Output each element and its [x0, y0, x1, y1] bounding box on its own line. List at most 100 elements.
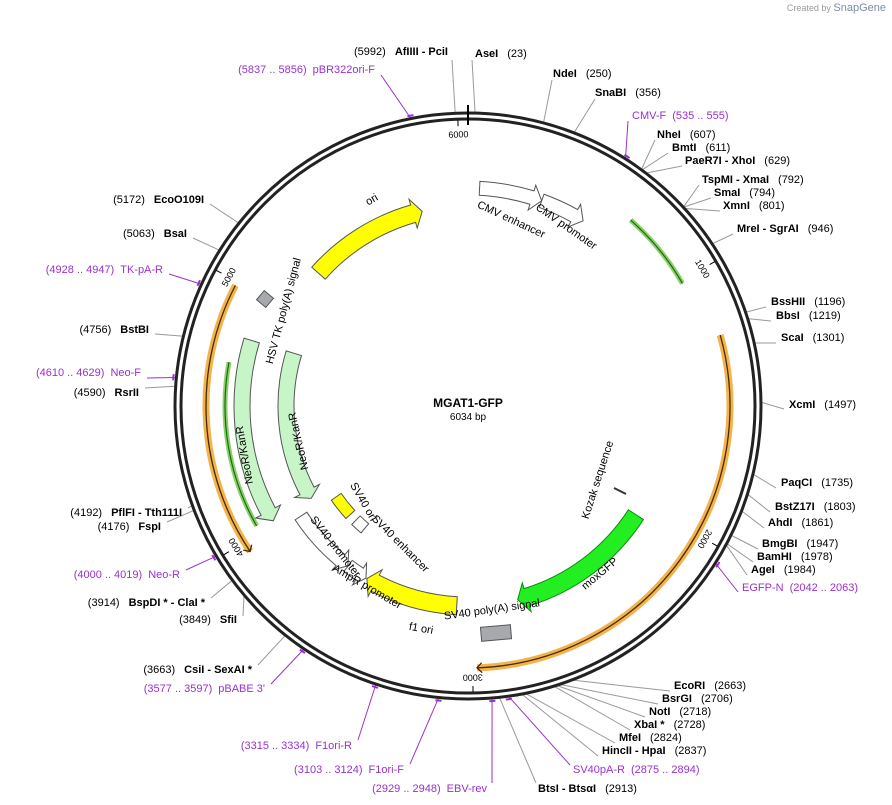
site-label-smai: SmaI(794) [714, 187, 775, 199]
site-name: BtsI - BtsαI [538, 783, 596, 795]
site-name: XmnI [723, 200, 750, 212]
site-position: (2718) [679, 706, 711, 718]
site-name: BmgBI [762, 538, 797, 550]
map-center: MGAT1-GFP 6034 bp [433, 396, 503, 423]
site-label-paqci: PaqCI(1735) [781, 477, 853, 489]
site-leader-xmni [685, 207, 721, 212]
site-leader-btsi-bts-i [499, 698, 537, 784]
feature-kozak-sequence [613, 487, 627, 495]
site-position: (2663) [714, 680, 746, 692]
site-position: (794) [749, 187, 775, 199]
site-leader-fspi [166, 510, 194, 523]
primer-mark-ebv-rev [489, 699, 496, 703]
primer-range: (2929 .. 2948) [372, 783, 441, 795]
site-label-bmgbi: BmgBI(1947) [762, 538, 838, 550]
site-leader-ahdi [742, 511, 765, 529]
site-name: EcoO109I [154, 194, 204, 206]
site-label-bsshii: BssHII(1196) [771, 296, 845, 308]
site-label-hincii-hpai: HincII - HpaI(2837) [602, 745, 706, 757]
feature-neor-kanr-outer [233, 337, 282, 522]
site-label-snabi: SnaBI(356) [595, 87, 661, 99]
primer-label-f1ori-r: (3315 .. 3334)F1ori-R [241, 740, 352, 752]
orf-line-2 [205, 285, 251, 552]
site-label-btsi-bts-i: BtsI - BtsαI (2913) [538, 783, 637, 795]
site-leader-ndei [543, 79, 553, 123]
primer-mark-neo-f [172, 374, 175, 381]
site-name: XbaI * [634, 719, 665, 731]
site-label-csii-sexai: (3663)CsiI - SexAI * [143, 664, 252, 676]
primer-label-ebv-rev: (2929 .. 2948)EBV-rev [372, 783, 487, 795]
site-label-xcmi: XcmI(1497) [789, 399, 856, 411]
site-name: AhdI [768, 517, 792, 529]
primer-label-pbr322ori-f: (5837 .. 5856)pBR322ori-F [238, 64, 375, 76]
site-label-bbsi: BbsI(1219) [776, 310, 841, 322]
site-position: (4192) [70, 507, 102, 519]
primer-name: F1ori-R [315, 740, 352, 752]
site-label-mfei: MfeI(2824) [619, 732, 682, 744]
primer-mark-egfp-n [715, 561, 721, 568]
site-leader-bamhi [727, 543, 754, 563]
site-leader-csii-sexai [257, 635, 286, 666]
site-leader-ecoo109i [209, 203, 239, 224]
site-name: XcmI [789, 399, 815, 411]
primer-label-tk-pa-r: (4928 .. 4947)TK-pA-R [46, 264, 163, 276]
primer-range: (4928 .. 4947) [46, 264, 115, 276]
feature-label-cmv-enhancer: CMV enhancer [475, 199, 547, 241]
site-position: (2728) [674, 719, 706, 731]
site-label-paer7i-xhoi: PaeR7I - XhoI (629) [685, 155, 790, 167]
site-position: (2706) [701, 693, 733, 705]
site-position: (2913) [605, 783, 637, 795]
primer-mark-f1ori-f [435, 699, 442, 702]
site-position: (629) [764, 155, 790, 167]
tick-label-3000: 3000 [463, 672, 483, 682]
site-name: BspDI * - ClaI * [129, 597, 206, 609]
site-position: (946) [808, 223, 834, 235]
site-name: AgeI [751, 564, 775, 576]
site-position: (1984) [784, 564, 816, 576]
site-leader-smai [684, 197, 712, 208]
site-leader-bsai [192, 237, 220, 251]
site-name: BamHI [757, 551, 792, 563]
site-leader-nhei [641, 139, 656, 170]
feature-label-kozak-sequence: Kozak sequence [580, 439, 617, 520]
primer-leader-f1ori-f [409, 697, 440, 765]
plasmid-name: MGAT1-GFP [433, 396, 503, 410]
feature-cmv-enhancer [478, 180, 543, 212]
site-name: BstBI [120, 324, 149, 336]
site-label-tspmi-xmai: TspMI - XmaI(792) [702, 174, 804, 186]
watermark-brand: SnapGene [833, 2, 886, 14]
site-position: (2824) [650, 732, 682, 744]
site-name: BssHII [771, 296, 805, 308]
site-position: (4176) [98, 521, 130, 533]
site-label-ndei: NdeI(250) [553, 68, 612, 80]
orf-band-1 [476, 334, 734, 672]
site-position: (607) [690, 129, 716, 141]
site-position: (4756) [79, 324, 111, 336]
feature-sv40-enhancer [351, 515, 370, 534]
site-label-scai: ScaI(1301) [781, 332, 844, 344]
site-leader-bsrgi [561, 684, 659, 705]
site-position: (250) [586, 68, 612, 80]
primer-leader-pbr322ori-f [380, 74, 412, 119]
site-label-ecoo109i: (5172)EcoO109I [113, 194, 204, 206]
site-leader-noti [557, 685, 646, 718]
site-leader-snabi [574, 98, 596, 133]
backbone-ring [173, 105, 763, 701]
feature-cmv-promoter [538, 193, 584, 229]
orf-bands [202, 218, 734, 674]
primer-name: F1ori-F [369, 764, 405, 776]
site-name: HincII - HpaI [602, 745, 666, 757]
site-name: PaeR7I - XhoI [685, 155, 755, 167]
site-name: RsrII [115, 387, 139, 399]
site-leader-bspdi-clai [210, 580, 232, 599]
site-leader-paqci [753, 474, 777, 489]
site-name: AfIIII - PciI [395, 46, 448, 58]
primer-leader-tk-pa-r [168, 273, 202, 285]
site-position: (611) [705, 142, 730, 154]
feature-label-f1-ori: f1 ori [408, 621, 434, 637]
tick-label-1000: 1000 [693, 258, 712, 280]
primer-label-f1ori-f: (3103 .. 3124)F1ori-F [294, 764, 404, 776]
site-label-nhei: NheI(607) [657, 129, 716, 141]
tick-label-5000: 5000 [220, 266, 238, 288]
feature-neor-kanr-inner [277, 350, 321, 499]
